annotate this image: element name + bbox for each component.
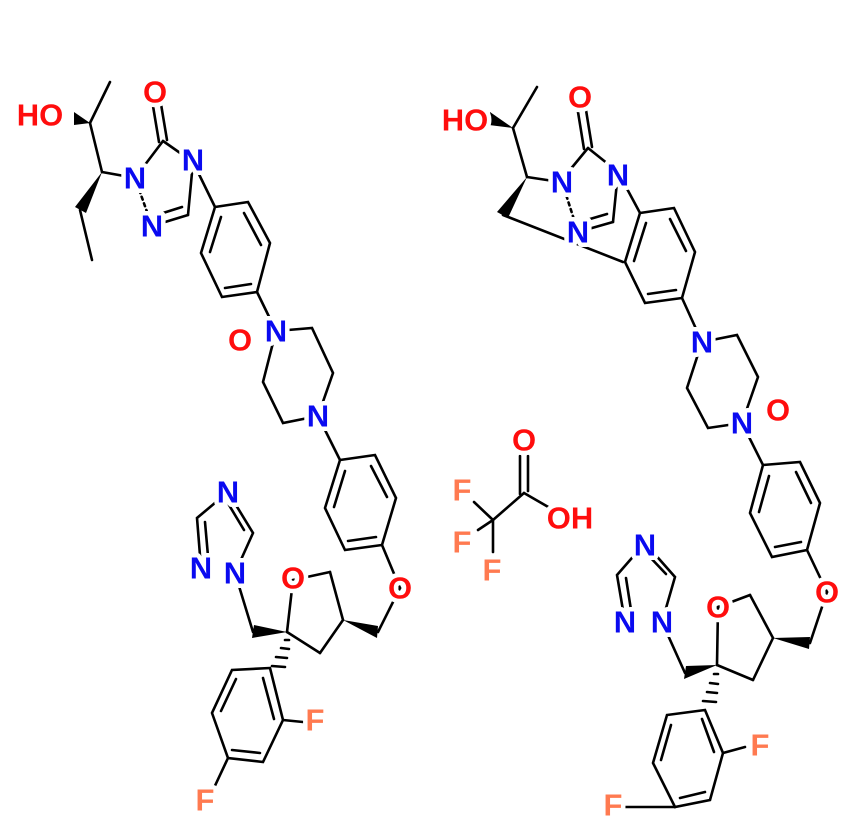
fluorine-ortho-label: F xyxy=(751,728,770,763)
right-bonds xyxy=(489,85,829,809)
left-hashed-bond xyxy=(270,638,291,669)
triazolone-n1-label: N xyxy=(551,165,573,200)
hydroxyl-label: HO xyxy=(442,103,489,138)
piperazine-n4-label: N xyxy=(307,399,329,434)
tfa-carbonyl-oxygen-label: O xyxy=(512,423,536,458)
triazole-n4-label: N xyxy=(634,528,656,563)
triazole-n4-label: N xyxy=(217,475,239,510)
hydroxyl-label: HO xyxy=(17,98,64,133)
tfa-fluorine-1-label: F xyxy=(453,473,472,508)
ether-oxygen-label: O xyxy=(815,575,839,610)
n-oxide-oxygen-label: O xyxy=(766,393,790,428)
thf-oxygen-label: O xyxy=(281,561,305,596)
triazole-n1-label: N xyxy=(224,556,246,591)
thf-oxygen-label: O xyxy=(706,590,730,625)
n-oxide-oxygen-label: O xyxy=(228,323,252,358)
triazolone-n4-label: N xyxy=(607,158,629,193)
triazolone-n4-label: N xyxy=(182,143,204,178)
triazolone-n2-label: N xyxy=(567,215,589,250)
right-hashed-bond xyxy=(701,672,720,704)
left-bonds xyxy=(74,80,402,792)
ether-oxygen-label: O xyxy=(388,571,412,606)
trifluoroacetic-acid: O F OH F F xyxy=(448,418,598,592)
triazole-n2-label: N xyxy=(614,605,636,640)
triazole-n1-label: N xyxy=(651,605,673,640)
carbonyl-oxygen-label: O xyxy=(568,80,592,115)
triazole-n2-label: N xyxy=(190,551,212,586)
left-molecule: HO O N N N O N N N N N O O F F xyxy=(12,70,416,822)
fluorine-para-label: F xyxy=(604,788,623,823)
fluorine-para-label: F xyxy=(196,783,215,818)
piperazine-n1-label: N xyxy=(691,325,713,360)
piperazine-n4-label: N xyxy=(731,406,753,441)
triazolone-n2-label: N xyxy=(141,209,163,244)
fluorine-ortho-label: F xyxy=(306,703,325,738)
left-atom-labels: HO O N N N O N N N N N O O F F xyxy=(12,70,416,822)
triazolone-n1-label: N xyxy=(124,161,146,196)
tfa-fluorine-2-label: F xyxy=(453,525,472,560)
tfa-fluorine-3-label: F xyxy=(483,553,502,588)
tfa-bonds xyxy=(472,454,552,554)
piperazine-n1-label: N xyxy=(265,314,287,349)
carbonyl-oxygen-label: O xyxy=(143,75,167,110)
tfa-hydroxyl-label: OH xyxy=(547,501,594,536)
right-molecule: HO O N N N N O N N N N O O F F xyxy=(437,75,843,827)
right-atom-labels: HO O N N N N O N N N N O O F F xyxy=(437,75,843,827)
